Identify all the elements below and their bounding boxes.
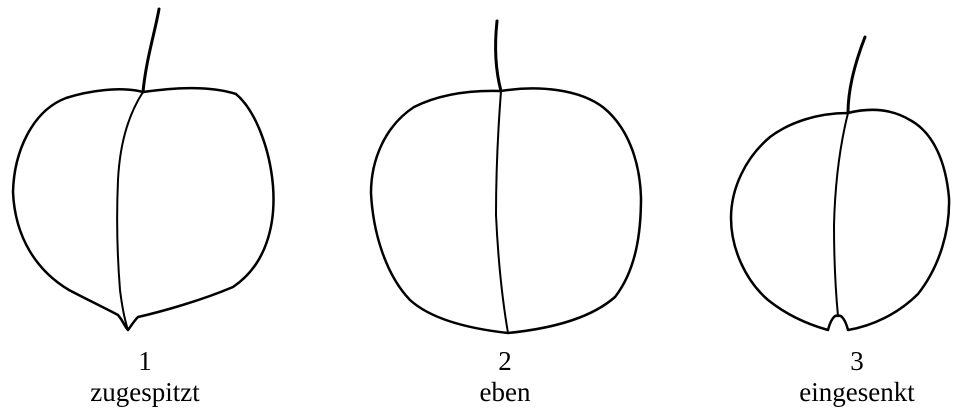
apple-figure-1 <box>11 7 275 332</box>
apple-3-suture-line <box>833 112 849 317</box>
figure-caption-2: 2 eben <box>400 346 610 408</box>
apple-1-outline <box>11 86 275 332</box>
figure-caption-1: 1 zugespitzt <box>40 346 250 408</box>
figure-label-3: eingesenkt <box>799 377 915 407</box>
figure-label-1: zugespitzt <box>90 377 200 407</box>
figure-number-1: 1 <box>138 346 152 376</box>
apple-2-suture-line <box>495 90 509 334</box>
apple-3-stem <box>846 35 867 115</box>
apple-2-stem <box>494 19 503 93</box>
apple-figure-3 <box>729 35 951 332</box>
figure-number-3: 3 <box>850 346 864 376</box>
apple-1-stem <box>141 7 161 94</box>
apple-2-outline <box>369 87 643 335</box>
figure-caption-3: 3 eingesenkt <box>752 346 958 408</box>
figure-number-2: 2 <box>498 346 512 376</box>
figure-label-2: eben <box>479 377 531 407</box>
apple-1-suture-line <box>116 91 144 331</box>
apple-3-outline <box>729 108 951 332</box>
apple-figure-2 <box>369 19 643 335</box>
